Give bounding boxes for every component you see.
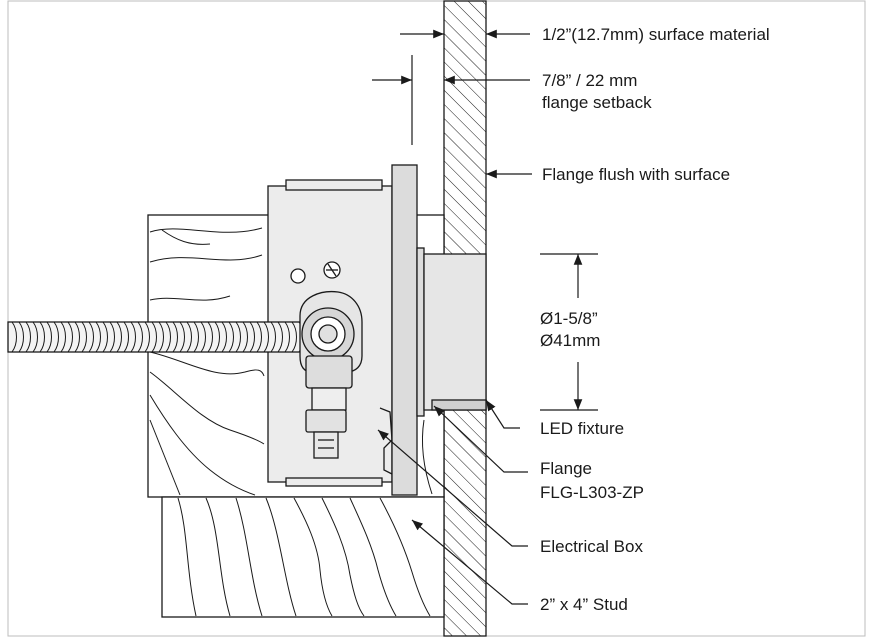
conduit-rib [235,321,241,353]
conduit-rib [228,321,234,353]
conduit-rib [249,321,255,353]
conduit-rib [95,321,101,353]
conduit-rib [123,321,129,353]
stud-block [161,496,445,618]
conduit-rib [186,321,192,353]
conduit-rib [32,321,38,353]
conduit-rib [116,321,122,353]
conduit-rib [144,321,150,353]
surface-material-label: 1/2”(12.7mm) surface material [542,25,770,44]
stud-leader [411,519,528,605]
diameter-imperial-label: Ø1-5/8” [540,309,598,328]
conduit-rib [81,321,87,353]
conduit-rib [165,321,171,353]
flange-flush-label: Flange flush with surface [542,165,730,184]
flange-lip [416,247,425,417]
conduit-rib [130,321,136,353]
conduit-rib [179,321,185,353]
conduit-rib [291,321,297,353]
conduit-rib [74,321,80,353]
diagram-frame [7,0,866,637]
led-fixture-label: LED fixture [540,419,624,438]
conduit-connector [299,290,363,459]
flange-label-line1: Flange [540,459,592,478]
electrical-box-label: Electrical Box [540,537,643,556]
conduit-rib [242,321,248,353]
diameter-metric-label: Ø41mm [540,331,600,350]
conduit-rib [25,321,31,353]
conduit-rib [11,321,17,353]
setback-label-line2: flange setback [542,93,652,112]
flange-plate [391,164,418,496]
conduit-rib [18,321,24,353]
led-fixture-lens [431,399,487,411]
conduit-rib [214,321,220,353]
led-fixture-body [423,253,487,411]
conduit-rib [151,321,157,353]
conduit-rib [158,321,164,353]
conduit-rib [88,321,94,353]
conduit-rib [207,321,213,353]
conduit-rib [137,321,143,353]
setback-label-line1: 7/8” / 22 mm [542,71,637,90]
conduit-rib [284,321,290,353]
conduit-rib [193,321,199,353]
stud-label: 2” x 4” Stud [540,595,628,614]
conduit-rib [256,321,262,353]
conduit-rib [200,321,206,353]
flexible-conduit [7,321,309,353]
conduit-rib [263,321,269,353]
electrical-box-leader [377,429,528,547]
conduit-rib [221,321,227,353]
conduit-rib [102,321,108,353]
flange-label-line2: FLG-L303-ZP [540,483,644,502]
conduit-rib [46,321,52,353]
conduit-rib [67,321,73,353]
flange-leader [433,405,528,473]
conduit-rib [53,321,59,353]
conduit-rib [172,321,178,353]
conduit-rib [109,321,115,353]
led-fixture-leader [485,399,520,429]
conduit-rib [60,321,66,353]
conduit-rib [277,321,283,353]
conduit-rib [39,321,45,353]
conduit-rib [270,321,276,353]
